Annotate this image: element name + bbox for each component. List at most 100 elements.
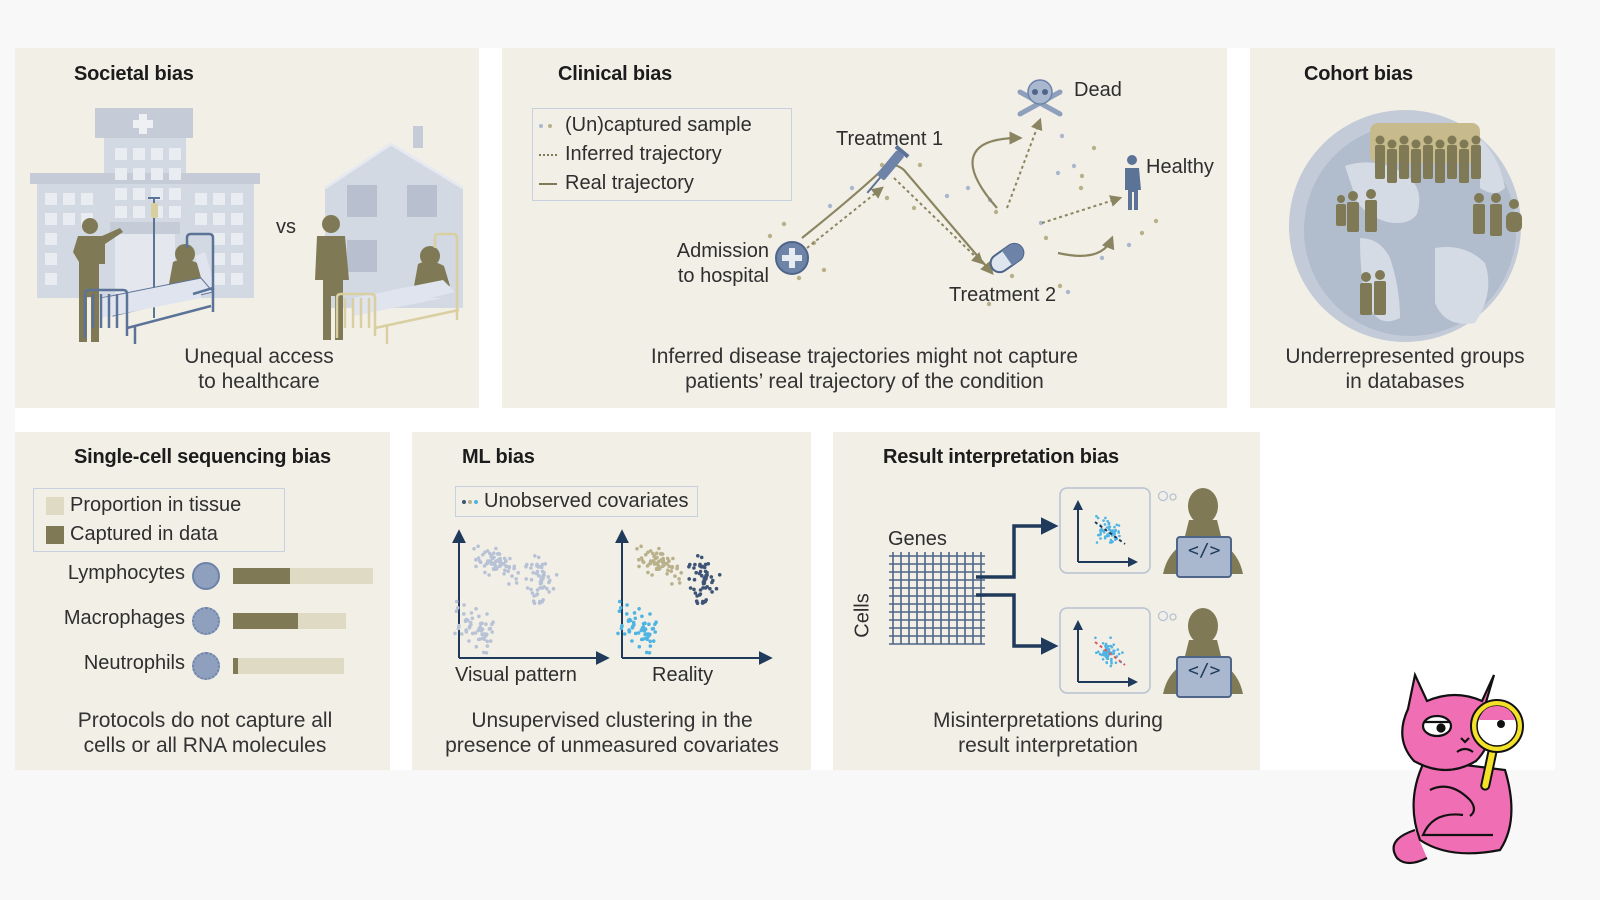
sample-dot	[1099, 255, 1105, 261]
data-point	[541, 598, 545, 602]
data-point	[705, 585, 709, 589]
data-point	[539, 581, 544, 585]
solid-line-icon	[539, 182, 557, 185]
data-point	[546, 575, 551, 579]
data-point	[622, 632, 627, 636]
fit-line-misinterpreted	[1094, 641, 1126, 666]
data-point	[687, 577, 691, 581]
data-point	[657, 546, 661, 551]
sample-dot	[849, 185, 855, 191]
data-point	[700, 564, 705, 569]
hospital-cross-icon	[775, 241, 809, 275]
person-head	[1375, 135, 1385, 145]
data-point	[627, 628, 631, 632]
data-point	[677, 581, 682, 585]
data-point	[524, 577, 528, 581]
data-point	[454, 599, 459, 604]
data-point	[529, 577, 534, 582]
data-point	[644, 552, 648, 557]
data-point	[677, 577, 681, 581]
data-point	[669, 569, 673, 574]
sample-dot	[1079, 173, 1085, 179]
data-point	[631, 620, 636, 625]
data-point	[1104, 535, 1107, 538]
data-point	[1117, 531, 1120, 534]
data-point	[459, 632, 464, 636]
person-head	[1435, 139, 1445, 149]
data-point	[1121, 651, 1124, 654]
data-point	[1113, 649, 1116, 653]
data-point	[695, 594, 699, 598]
data-point	[651, 626, 656, 631]
reality-points	[616, 544, 722, 655]
data-point	[490, 630, 494, 634]
data-point	[535, 588, 540, 592]
panel-title: ML bias	[462, 446, 535, 468]
person-head	[1411, 139, 1421, 149]
data-point	[688, 586, 693, 590]
data-point	[711, 578, 715, 583]
data-point	[529, 566, 533, 570]
data-point	[507, 565, 511, 570]
data-point	[485, 549, 490, 553]
data-point	[1115, 523, 1119, 527]
sample-dots	[767, 133, 1159, 307]
data-point	[665, 572, 669, 576]
person-body	[1399, 145, 1409, 179]
data-point	[1102, 519, 1105, 522]
data-point	[504, 564, 508, 568]
data-point	[547, 590, 551, 594]
data-point	[464, 617, 469, 622]
data-point	[1098, 533, 1101, 537]
legend-item-tissue: Proportion in tissue	[46, 491, 284, 520]
legend-item-real: Real trajectory	[539, 169, 791, 198]
data-point	[1117, 524, 1121, 527]
reality-axes	[615, 529, 773, 665]
data-point	[540, 562, 545, 567]
data-point	[666, 568, 670, 572]
data-point	[537, 564, 542, 569]
data-point	[1110, 658, 1113, 661]
data-point	[525, 586, 530, 590]
sample-dot	[1009, 273, 1015, 279]
sample-dot	[879, 162, 885, 168]
relative-silhouette-icon	[315, 215, 349, 340]
data-point	[698, 588, 703, 592]
trajectory-diagram	[767, 79, 1159, 307]
data-point	[1112, 643, 1115, 646]
data-point	[675, 564, 680, 569]
data-point	[667, 559, 671, 563]
data-point	[646, 633, 651, 637]
data-point	[619, 606, 623, 610]
data-point	[651, 639, 656, 643]
captured-proportion-bar	[233, 613, 298, 629]
dead-label: Dead	[1074, 79, 1122, 101]
data-point	[641, 560, 646, 565]
data-point	[1101, 658, 1105, 661]
data-point	[635, 547, 639, 551]
legend-item-inferred: Inferred trajectory	[539, 140, 791, 169]
data-point	[703, 562, 708, 567]
data-point	[633, 631, 638, 636]
data-point	[532, 601, 537, 605]
data-point	[514, 581, 519, 585]
plot-card-bottom	[1059, 607, 1151, 694]
sample-dot	[1065, 289, 1071, 295]
data-point	[462, 612, 466, 616]
data-point	[502, 556, 507, 561]
data-point	[1109, 636, 1112, 639]
sample-dot	[1043, 235, 1049, 241]
data-point	[1099, 537, 1102, 540]
data-point	[717, 573, 722, 577]
data-point	[655, 551, 659, 555]
data-point	[1102, 531, 1106, 534]
figure-canvas: Societal bias	[15, 48, 1555, 770]
sample-dot	[1038, 220, 1044, 226]
data-point	[1109, 664, 1113, 668]
data-point	[1095, 541, 1099, 544]
plot-card-top	[1059, 487, 1151, 574]
data-point	[531, 570, 535, 575]
admission-label: Admission to hospital	[676, 240, 769, 287]
data-point	[652, 554, 656, 559]
data-point	[1114, 661, 1118, 664]
